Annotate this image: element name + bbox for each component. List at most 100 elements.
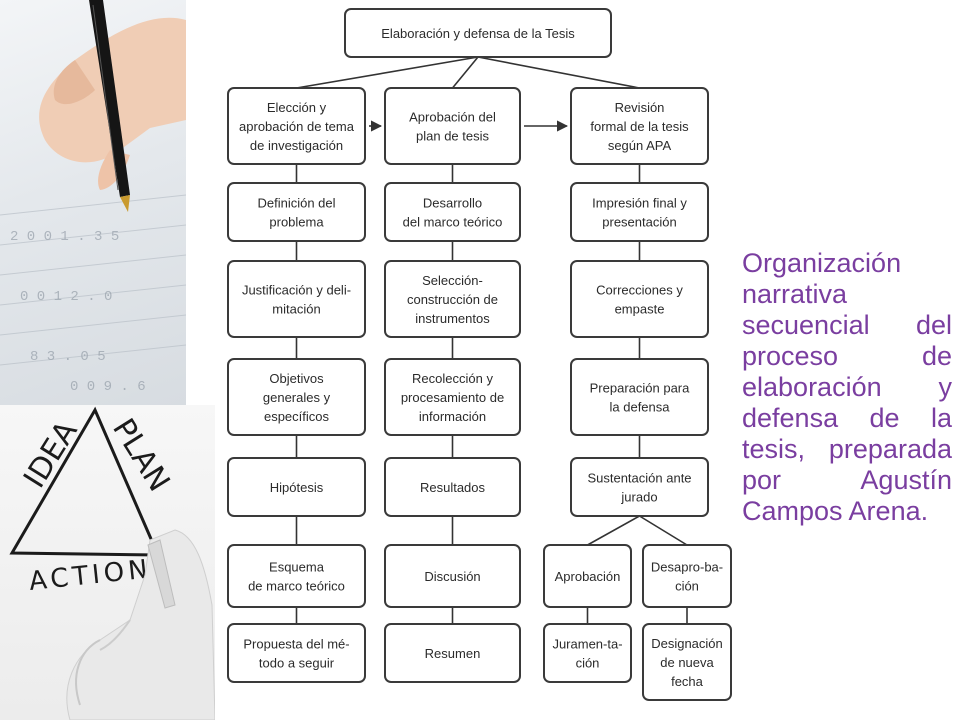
node-box [543,544,632,608]
node-box [642,623,732,701]
node-label-line: específicos [264,409,330,424]
node-label-line: Correcciones y [596,283,683,298]
node-box [570,457,709,517]
diagram-caption: Organización narrativa secuencial del pr… [742,248,952,526]
node-label-line: Impresión final y [592,196,687,211]
node-label-line: plan de tesis [416,129,489,144]
node-label-line: Discusión [424,569,480,584]
node-label-line: Elección y [267,100,327,115]
idea-plan-action-photo: IDEA PLAN ACTION [0,405,215,720]
node-c2r7: Resumen [384,623,521,683]
node-box [227,87,366,165]
node-label-line: empaste [615,302,665,317]
node-box [543,623,632,683]
node-c2r3: Selección-construcción de instrumentos [384,260,521,338]
hand-writing-photo: 2 0 0 1 . 3 5 0 0 1 2 . 0 8 3 . 0 5 0 0 … [0,0,186,405]
node-box [384,358,521,436]
thesis-flowchart: Elaboración y defensa de la TesisElecció… [227,8,732,701]
node-label-line: Hipótesis [270,480,324,495]
node-box [384,87,521,165]
node-c1r7: Propuesta del mé-todo a seguir [227,623,366,683]
node-label-line: procesamiento de [401,390,504,405]
node-c1r3: Justificación y deli-mitación [227,260,366,338]
node-c3a7: Juramen-ta-ción [543,623,632,683]
node-label-line: información [419,409,486,424]
node-label-line: mitación [272,302,320,317]
node-label-line: Aprobación [555,569,621,584]
node-label-line: Resumen [425,646,481,661]
node-label-line: formal de la tesis [590,119,689,134]
svg-text:0 0 1 2 . 0: 0 0 1 2 . 0 [20,289,112,305]
node-root: Elaboración y defensa de la Tesis [344,8,612,58]
node-label-line: instrumentos [415,311,490,326]
node-label-line: Objetivos [269,371,324,386]
pen-hand-illustration: 2 0 0 1 . 3 5 0 0 1 2 . 0 8 3 . 0 5 0 0 … [0,0,186,395]
node-c2r6: Discusión [384,544,521,608]
node-label-line: Selección- [422,273,483,288]
svg-text:8 3 . 0 5: 8 3 . 0 5 [30,349,106,365]
node-box [384,457,521,517]
node-box [384,623,521,683]
node-c1r5: Hipótesis [227,457,366,517]
node-box [227,260,366,338]
node-c2r5: Resultados [384,457,521,517]
node-label-line: del marco teórico [403,215,503,230]
node-label-line: Resultados [420,480,486,495]
svg-text:0 0 9 . 6: 0 0 9 . 6 [70,379,146,395]
node-c2r2: Desarrollo del marco teórico [384,182,521,242]
node-c3a6: Aprobación [543,544,632,608]
node-label-line: problema [269,215,324,230]
triangle-word-action: ACTION [28,554,153,597]
node-box [570,87,709,165]
node-label-line: de investigación [250,138,343,153]
node-label-line: la defensa [610,400,671,415]
node-label-line: jurado [620,490,657,505]
node-label-line: fecha [671,674,704,689]
node-label-line: Designación [651,636,723,651]
connector-root-c2r1 [451,56,479,89]
node-box [384,544,521,608]
node-c2r1: Aprobación del plan de tesis [384,87,521,165]
node-label-line: Aprobación del [409,110,496,125]
node-label-line: Elaboración y defensa de la Tesis [381,26,575,41]
node-label-line: Desarrollo [423,196,482,211]
node-label-line: construcción de [407,292,498,307]
node-label-line: Definición del [257,196,335,211]
node-label-line: de nueva [660,655,714,670]
connector-c3r5-c3b6 [639,515,688,546]
node-c3b6: Desapro-ba-ción [642,544,732,608]
node-c1r4: Objetivos generales y específicos [227,358,366,436]
node-box [227,358,366,436]
node-label-line: Desapro-ba- [651,560,723,575]
node-label-line: generales y [263,390,331,405]
triangle-word-idea: IDEA [17,415,85,495]
node-c3b7: Designación de nueva fecha [642,623,732,701]
node-c3r3: Correcciones y empaste [570,260,709,338]
node-label-line: presentación [602,215,676,230]
node-label-line: según APA [608,138,672,153]
node-box [384,182,521,242]
node-box [570,260,709,338]
node-label-line: ción [576,656,600,671]
svg-text:2 0 0 1 . 3 5: 2 0 0 1 . 3 5 [10,229,119,245]
node-box [227,544,366,608]
node-label-line: de marco teórico [248,579,345,594]
node-box [227,182,366,242]
node-box [227,623,366,683]
node-c3r2: Impresión final y presentación [570,182,709,242]
node-c1r2: Definición del problema [227,182,366,242]
node-label-line: ción [675,579,699,594]
connector-c3r5-c3a6 [587,515,640,546]
node-box [227,457,366,517]
node-label-line: Propuesta del mé- [243,637,349,652]
node-label-line: todo a seguir [259,656,335,671]
node-label-line: Juramen-ta- [552,637,622,652]
node-label-line: Justificación y deli- [242,283,351,298]
node-box [344,8,612,58]
